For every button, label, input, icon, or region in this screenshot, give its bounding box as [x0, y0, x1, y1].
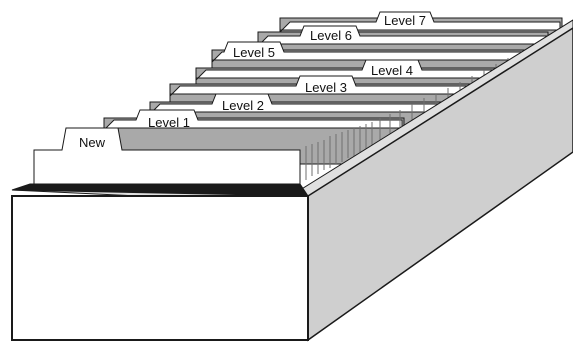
tab-new[interactable]: New	[79, 135, 106, 150]
tab-level-6[interactable]: Level 6	[310, 28, 352, 43]
tab-level-2[interactable]: Level 2	[222, 98, 264, 113]
box-front-panel	[12, 196, 308, 340]
tab-level-3[interactable]: Level 3	[305, 80, 347, 95]
tab-level-5[interactable]: Level 5	[233, 45, 275, 60]
tab-level-4[interactable]: Level 4	[371, 63, 413, 78]
tab-level-1[interactable]: Level 1	[148, 115, 190, 130]
tab-level-7[interactable]: Level 7	[384, 13, 426, 28]
